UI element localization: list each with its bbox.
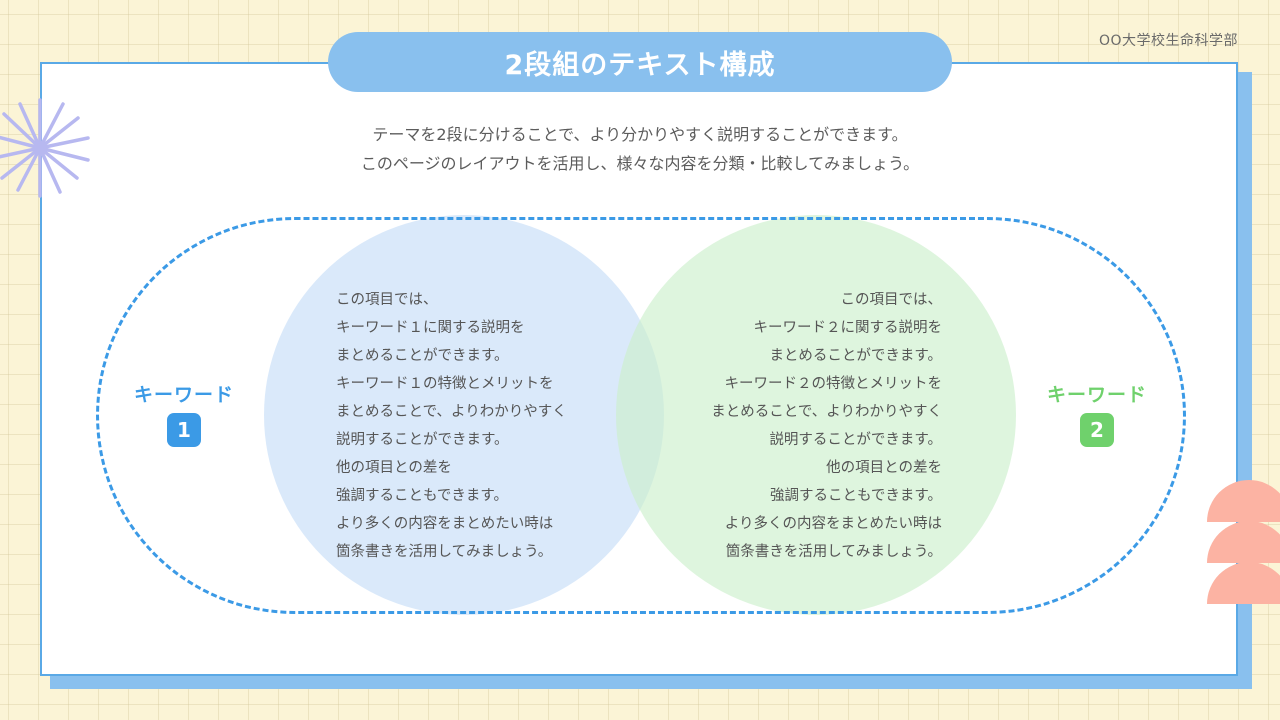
keyword-1-number-badge: 1 — [167, 413, 201, 447]
venn-circle-2 — [616, 215, 1016, 615]
starburst-icon — [0, 98, 90, 198]
keyword-1-description: この項目では、 キーワード１に関する説明を まとめることができます。 キーワード… — [336, 292, 567, 560]
keyword-2-description: この項目では、 キーワード２に関する説明を まとめることができます。 キーワード… — [711, 292, 942, 560]
intro-text: テーマを2段に分けることで、より分かりやすく説明することができます。 このページ… — [240, 120, 1040, 178]
venn-circle-1 — [264, 215, 664, 615]
keyword-2-label: キーワード — [1046, 384, 1147, 406]
keyword-2-heading: キーワード 2 — [1032, 380, 1162, 447]
dashed-oval-frame — [96, 217, 1186, 614]
keyword-1-label: キーワード — [133, 384, 234, 406]
stacked-semicircles-icon — [1207, 480, 1280, 604]
organization-label: OO大学校生命科学部 — [1098, 33, 1238, 49]
keyword-1-heading: キーワード 1 — [119, 380, 249, 447]
intro-line: このページのレイアウトを活用し、様々な内容を分類・比較してみましょう。 — [360, 154, 920, 173]
page-title-text: 2段組のテキスト構成 — [504, 49, 776, 81]
keyword-2-number-badge: 2 — [1080, 413, 1114, 447]
intro-line: テーマを2段に分けることで、より分かりやすく説明することができます。 — [372, 125, 908, 144]
page-title: 2段組のテキスト構成 — [328, 32, 952, 92]
